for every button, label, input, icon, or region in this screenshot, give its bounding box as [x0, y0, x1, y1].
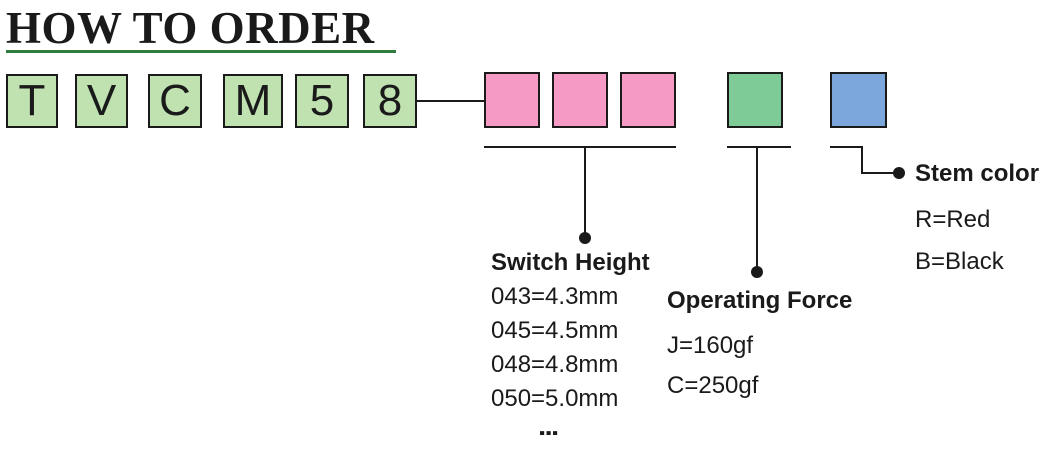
- code-digit-5: 5: [295, 74, 349, 128]
- switch-height-options: 043=4.3mm 045=4.5mm 048=4.8mm 050=5.0mm: [491, 280, 618, 416]
- stem-color-dot: [893, 167, 905, 179]
- operating-force-heading: Operating Force: [667, 287, 853, 314]
- switch-height-bracket: [484, 146, 676, 148]
- stem-color-option: B=Black: [915, 248, 1004, 275]
- code-letter-t: T: [6, 74, 58, 128]
- operating-force-slot: [727, 72, 783, 128]
- code-letter-c: C: [148, 74, 202, 128]
- operating-force-option: J=160gf: [667, 332, 754, 359]
- operating-force-bracket: [727, 146, 791, 148]
- switch-height-option: 043=4.3mm: [491, 283, 619, 310]
- operating-force-option: C=250gf: [667, 372, 759, 399]
- title-underline: [6, 50, 396, 53]
- operating-force-dot: [751, 266, 763, 278]
- switch-height-option: 050=5.0mm: [491, 385, 619, 412]
- switch-height-slot-3: [620, 72, 676, 128]
- stem-color-bracket: [830, 146, 862, 148]
- stem-color-options: R=Red B=Black: [915, 199, 1004, 283]
- switch-height-option: 048=4.8mm: [491, 351, 619, 378]
- operating-force-options: J=160gf C=250gf: [667, 326, 758, 406]
- switch-height-slot-2: [552, 72, 608, 128]
- switch-height-option: 045=4.5mm: [491, 317, 619, 344]
- stem-color-leader-horizontal: [861, 172, 897, 174]
- code-letter-v: V: [75, 74, 128, 128]
- code-letter-m: M: [223, 74, 283, 128]
- code-digit-8: 8: [363, 74, 417, 128]
- more-options-ellipsis: ⋮: [536, 422, 561, 446]
- stem-color-leader-vertical: [861, 146, 863, 174]
- stem-color-heading: Stem color: [915, 160, 1040, 187]
- switch-height-leader: [584, 146, 586, 236]
- code-connector-line: [417, 100, 485, 102]
- switch-height-slot-1: [484, 72, 540, 128]
- operating-force-leader: [756, 146, 758, 270]
- stem-color-option: R=Red: [915, 206, 991, 233]
- switch-height-heading: Switch Height: [491, 249, 650, 276]
- stem-color-slot: [830, 72, 887, 128]
- switch-height-dot: [579, 232, 591, 244]
- page-title: HOW TO ORDER: [6, 3, 375, 53]
